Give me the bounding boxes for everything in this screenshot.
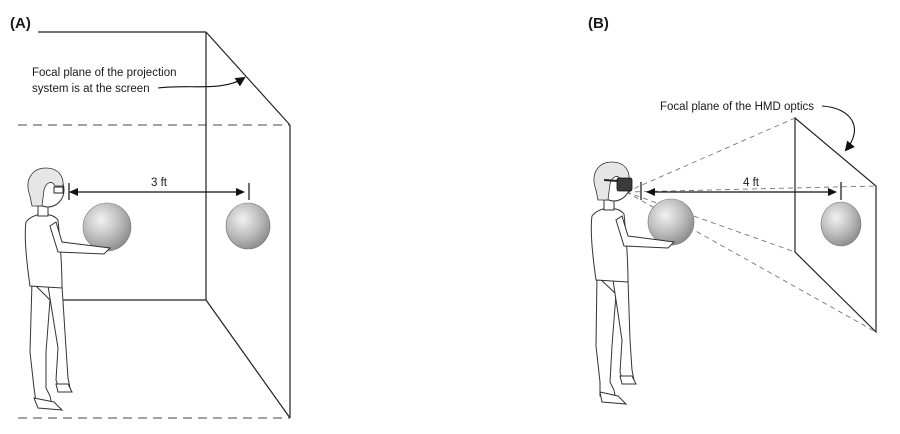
panel-a-label: (A) — [10, 15, 31, 32]
panel-b-held-sphere — [647, 198, 695, 246]
panel-a: (A) Focal plane of the projection system… — [10, 15, 291, 419]
hmd-headset — [616, 177, 633, 192]
projection-room — [18, 31, 291, 419]
panel-b-distance-label: 4 ft — [743, 177, 760, 189]
panel-b-annotation-arrow — [821, 105, 855, 152]
panel-a-virtual-sphere — [225, 202, 271, 250]
panel-a-annotation-line1: Focal plane of the projection — [32, 67, 176, 79]
panel-a-annotation-arrow — [157, 76, 246, 89]
panel-b-label: (B) — [588, 15, 609, 32]
panel-b-virtual-sphere — [820, 201, 862, 247]
panel-a-distance-label: 3 ft — [151, 177, 168, 189]
panel-b-annotation: Focal plane of the HMD optics — [660, 101, 814, 113]
panel-b-person — [590, 161, 676, 405]
panel-a-annotation-line2: system is at the screen — [32, 83, 150, 95]
panel-a-held-sphere — [82, 202, 132, 252]
panel-a-person — [24, 167, 112, 411]
panel-b: (B) Focal plane of the HMD optics 4 ft — [588, 15, 877, 405]
